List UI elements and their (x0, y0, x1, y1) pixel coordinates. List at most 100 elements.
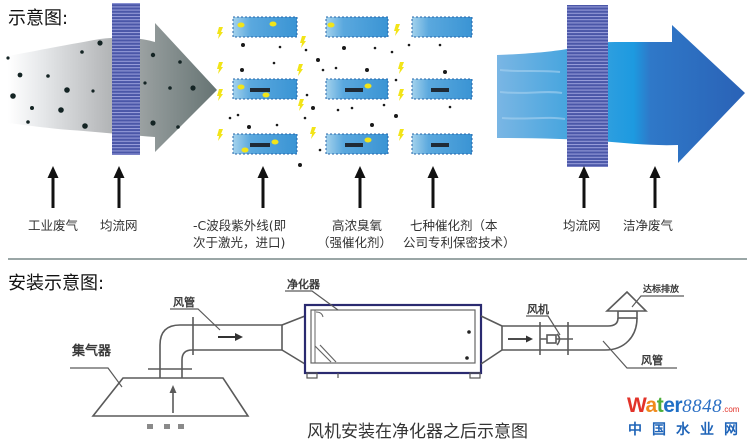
pollutant-particle (17, 72, 23, 78)
reaction-particle (236, 113, 240, 117)
watermark-logo: Water8848.com (627, 395, 739, 421)
inlet-duct-inner-wall (181, 349, 282, 378)
hood-inflow-arrow-head (169, 385, 177, 393)
logo-letter: e (663, 394, 675, 417)
uv-lamp-panel (325, 16, 389, 38)
pollutant-particle (176, 125, 180, 129)
ozone-spark (298, 99, 304, 111)
up-arrow-head (578, 166, 590, 178)
leader-compliant-discharge (631, 295, 684, 308)
reaction-particle (334, 66, 338, 70)
logo-number: 8848 (682, 396, 723, 417)
leader-purifier (285, 290, 339, 311)
reaction-particle (247, 125, 251, 129)
purifier-foot-right (469, 372, 481, 379)
uv-lamp-tube (250, 143, 270, 147)
installation-diagram (70, 290, 684, 429)
leader-inlet-duct (170, 308, 221, 331)
pollutant-particle (143, 81, 147, 85)
hood-marks (147, 424, 184, 429)
purifier-foot-left (306, 372, 318, 379)
ozone-glow (237, 22, 245, 28)
pollutant-particle (26, 120, 30, 124)
reaction-particle (241, 43, 245, 47)
reaction-particle (298, 163, 302, 167)
reaction-particle (394, 114, 398, 118)
up-arrow-head (427, 166, 439, 178)
up-arrow-head (649, 166, 661, 178)
reaction-particle (365, 68, 369, 72)
reaction-particle (272, 61, 276, 65)
reaction-particle (407, 43, 411, 47)
pollutant-particle (6, 56, 10, 60)
pollutant-particle (97, 40, 103, 46)
uv-lamp-tube (431, 143, 449, 147)
logo-letter: a (645, 394, 658, 417)
stage-label-outlet-mesh: 均流网 (563, 218, 601, 233)
reaction-particle (370, 123, 374, 127)
reaction-particle (448, 105, 452, 109)
reaction-particle (303, 116, 307, 120)
purifier-bolt (465, 356, 469, 360)
callout-compliant-discharge: 达标排放 (643, 285, 680, 295)
reaction-particle (240, 68, 244, 72)
fan-blade (556, 333, 561, 346)
ozone-glow (237, 84, 245, 90)
ozone-glow (262, 92, 270, 98)
callout-gas-collector: 集气器 (72, 344, 112, 359)
purifier-body (303, 303, 483, 375)
stage-label-ozone-line-1: 高浓臭氧 (332, 218, 383, 233)
rain-cap (604, 290, 648, 312)
purifier-access-brace (314, 344, 337, 363)
stage-label-inlet-mesh: 均流网 (100, 218, 138, 233)
reaction-particle (373, 46, 377, 50)
stage-pointer-arrows (47, 166, 661, 208)
logo-tld: .com (722, 405, 740, 414)
pollutant-particles (6, 40, 196, 129)
pollutant-particle (150, 52, 156, 58)
gas-collector-hood (91, 377, 250, 417)
reaction-particle (350, 106, 354, 110)
inlet-duct-outer-wall (159, 324, 282, 378)
pollutant-particle (10, 93, 16, 99)
stage-label-clean-exhaust: 洁净废气 (623, 218, 674, 233)
pollutant-particle (168, 86, 172, 90)
uv-lamp-tube (345, 143, 363, 147)
reaction-particle (382, 103, 386, 107)
reaction-particle (278, 45, 282, 49)
reaction-particle (342, 46, 346, 50)
ozone-spark (217, 27, 223, 39)
installation-caption: 风机安装在净化器之后示意图 (307, 422, 528, 442)
stage-label-catalyst-line-2: 公司专利保密技术） (403, 235, 516, 250)
pollutant-particle (150, 120, 156, 126)
pollutant-particle (30, 106, 34, 110)
outlet-duct-top-wall (502, 317, 619, 327)
reaction-particle (390, 50, 394, 54)
inlet-flow-mesh-grid (112, 3, 140, 155)
stage-label-uv-line-1: -C波段紫外线(即 (193, 218, 287, 233)
ozone-glow (364, 137, 372, 143)
ozone-spark (394, 24, 400, 36)
reaction-particle (321, 68, 325, 72)
outlet-flow-mesh-grid (567, 5, 608, 167)
reaction-particle (311, 106, 315, 110)
stage-label-uv-line-2: 次于激光，进口) (193, 235, 286, 250)
logo-letter: W (627, 394, 646, 417)
pollutant-particle (91, 89, 95, 93)
purifier-bolt (467, 330, 471, 334)
reaction-particle (443, 70, 447, 74)
leader-gas-collector (70, 367, 123, 388)
logo-letter: r (674, 394, 683, 417)
uv-lamp-tube (250, 88, 270, 92)
logo-subtitle: 中国水业网 (628, 422, 748, 438)
stage-label-catalyst-line-1: 七种催化剂（本 (410, 218, 498, 233)
ozone-spark (398, 89, 404, 101)
ozone-glow (364, 83, 372, 89)
process-diagram (6, 3, 745, 208)
leader-outlet-duct (602, 340, 677, 369)
reaction-particle (438, 43, 442, 47)
reaction-particle (305, 93, 309, 97)
pollutant-particle (82, 123, 88, 129)
stack-collar (617, 310, 638, 319)
